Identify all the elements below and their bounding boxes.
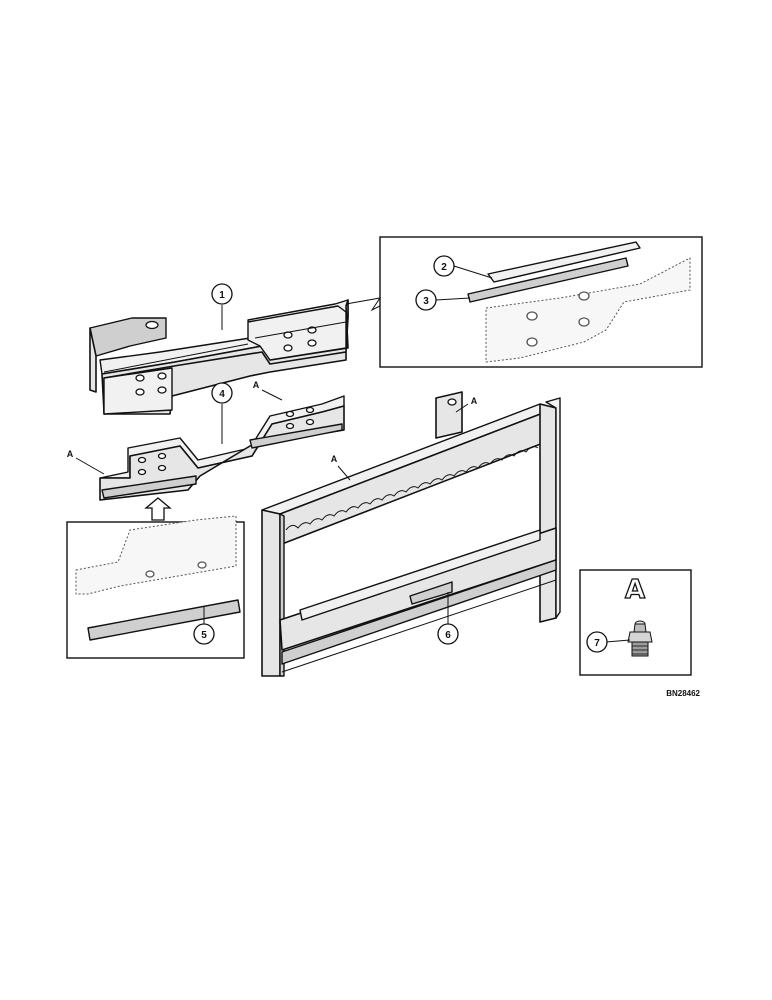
callout-7: 7 [586, 631, 608, 653]
lube-point-marker: A [67, 449, 74, 459]
svg-text:3: 3 [423, 296, 429, 307]
callout-6: 6 [437, 623, 459, 645]
svg-text:6: 6 [445, 630, 451, 641]
detail-box-upper [379, 236, 703, 368]
leader-2 [453, 265, 493, 279]
lube-point-marker: A [331, 454, 338, 464]
svg-text:7: 7 [594, 638, 600, 649]
detail-box-lower [66, 515, 245, 659]
callout-4: 4 [211, 382, 233, 404]
part-6-frame [261, 391, 561, 677]
detail-connector-upper [345, 297, 382, 312]
figure-code: BN28462 [666, 689, 700, 698]
leader-7 [605, 639, 631, 643]
callout-2: 2 [433, 255, 455, 277]
svg-text:5: 5 [201, 630, 207, 641]
lube-point-marker: A [253, 380, 260, 390]
svg-text:A: A [67, 449, 74, 459]
callout-3: 3 [415, 289, 437, 311]
grease-fitting-part-7 [627, 620, 653, 657]
svg-text:2: 2 [441, 262, 447, 273]
svg-text:1: 1 [219, 290, 225, 301]
lube-point-marker: A [471, 396, 478, 406]
part-1-side-bar [89, 299, 349, 415]
callout-5: 5 [193, 623, 215, 645]
leader-3 [435, 297, 471, 301]
detail-box-a: A [579, 569, 692, 676]
detail-arrow-lower [144, 497, 172, 521]
svg-text:A: A [331, 454, 338, 464]
svg-text:4: 4 [219, 389, 225, 400]
svg-text:A: A [625, 575, 645, 605]
svg-text:A: A [471, 396, 478, 406]
callout-1: 1 [211, 283, 233, 305]
part-4-side-bar [99, 395, 345, 501]
svg-text:A: A [253, 380, 260, 390]
